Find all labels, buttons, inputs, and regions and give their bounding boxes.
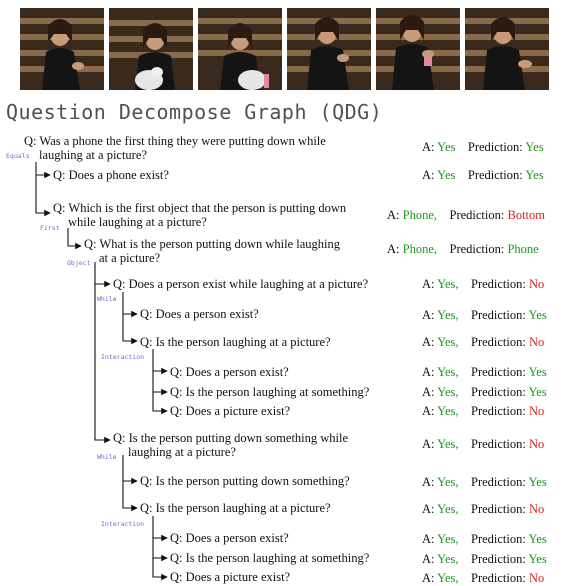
video-frame-2 — [109, 8, 193, 90]
question-node: Q: Is the person laughing at a picture? — [140, 501, 331, 515]
question-node: Q: Which is the first object that the pe… — [53, 201, 347, 229]
video-frame-6 — [465, 8, 549, 90]
question-node: Q: Does a person exist? — [170, 531, 289, 545]
question-node: Q: Does a picture exist? — [170, 570, 291, 584]
relation-object: Object — [67, 259, 91, 267]
answer-prediction: A: Yes, Prediction: Yes — [422, 475, 547, 489]
question-node: Q: Does a person exist? — [170, 365, 289, 379]
answer-prediction: A: Yes, Prediction: No — [422, 277, 545, 291]
answer-prediction: A: Yes, Prediction: Yes — [422, 308, 547, 322]
answer-prediction: A: Yes, Prediction: No — [422, 437, 545, 451]
answer-prediction: A: Yes, Prediction: Yes — [422, 532, 547, 546]
question-node: Q: Was a phone the first thing they were… — [24, 134, 326, 162]
question-node: Q: Is the person laughing at something? — [170, 385, 370, 399]
answer-prediction: A: Phone, Prediction: Bottom — [387, 208, 545, 222]
relation-equals: Equals — [6, 152, 30, 160]
video-frame-4 — [287, 8, 371, 90]
answer-prediction: A: Yes, Prediction: No — [422, 335, 545, 349]
relation-while: While — [97, 453, 117, 461]
video-frame-5 — [376, 8, 460, 90]
answer-prediction: A: Yes Prediction: Yes — [422, 168, 544, 182]
answer-prediction: A: Yes, Prediction: No — [422, 571, 545, 585]
answer-prediction: A: Yes, Prediction: Yes — [422, 552, 547, 566]
question-node: Q: Is the person laughing at something? — [170, 551, 370, 565]
answer-prediction: A: Yes Prediction: Yes — [422, 140, 544, 154]
video-frame-3 — [198, 8, 282, 90]
video-frame-1 — [20, 8, 104, 90]
relation-first: First — [40, 224, 60, 232]
question-node: Q: Does a picture exist? — [170, 404, 291, 418]
answer-prediction: A: Yes, Prediction: Yes — [422, 365, 547, 379]
question-node: Q: What is the person putting down while… — [84, 237, 340, 265]
question-node: Q: Does a phone exist? — [53, 168, 169, 182]
answer-prediction: A: Yes, Prediction: No — [422, 502, 545, 516]
figure-title: Question Decompose Graph (QDG) — [6, 100, 383, 124]
video-frames-strip — [20, 8, 549, 90]
question-node: Q: Does a person exist? — [140, 307, 259, 321]
question-node: Q: Is the person putting down something … — [113, 431, 349, 459]
relation-while: While — [97, 295, 117, 303]
answer-prediction: A: Phone, Prediction: Phone — [387, 242, 539, 256]
relation-interaction: Interaction — [101, 520, 145, 528]
answer-prediction: A: Yes, Prediction: No — [422, 404, 545, 418]
question-node: Q: Is the person laughing at a picture? — [140, 335, 331, 349]
answer-prediction: A: Yes, Prediction: Yes — [422, 385, 547, 399]
question-node: Q: Does a person exist while laughing at… — [113, 277, 369, 291]
relation-interaction: Interaction — [101, 353, 145, 361]
question-node: Q: Is the person putting down something? — [140, 474, 350, 488]
